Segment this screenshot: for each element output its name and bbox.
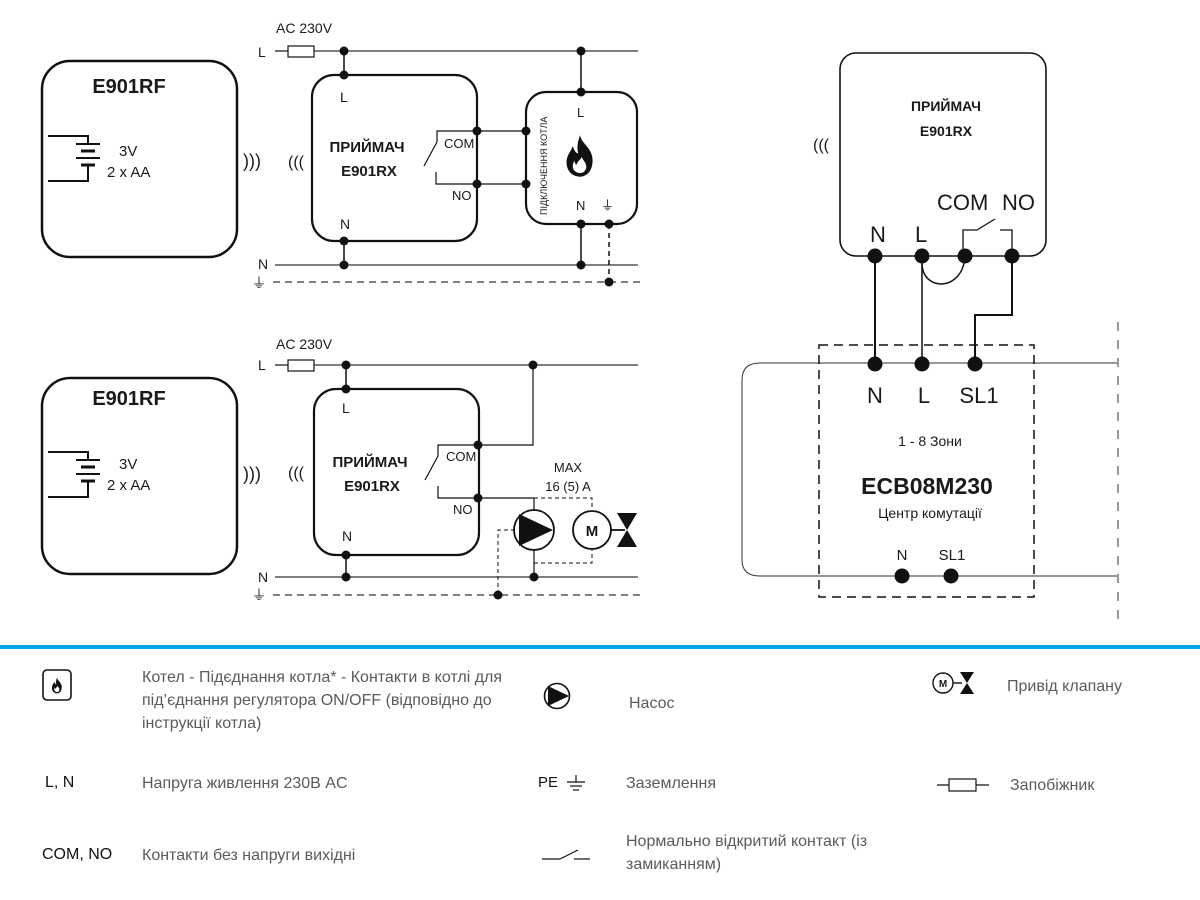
legend-pe-label: PE [538,774,559,791]
line-N-label: N [258,256,268,272]
thermostat-title-2: E901RF [92,388,165,410]
hub-model: ECB08M230 [861,473,993,499]
supply-label: AC 230V [276,20,333,36]
rf-receive-icon-3: ((( [813,137,830,154]
receiver-title: ПРИЙМАЧ [329,138,404,156]
boiler-term-L: L [577,105,584,120]
receiver-2-term-N: N [342,528,352,544]
ground-icon-2: ⏚ [252,587,266,603]
diagram-2: E901RF 3V 2 x AA ))) ((( AC 230V L N ⏚ L… [40,336,640,603]
receiver-3-term-N: N [870,222,886,247]
boiler-connection-label: ПІДКЛЮЧЕННЯ КОТЛА [539,117,549,215]
battery-type-2: 2 x AA [107,477,150,494]
receiver-2-term-NO: NO [453,502,473,517]
rf-transmit-icon: ))) [243,151,261,171]
legend-com-no-label: COM, NO [42,846,113,863]
hub-bottom-term-N: N [897,547,908,564]
legend-ln-label: L, N [45,774,75,791]
hub-subtitle: Центр комутації [878,505,982,521]
receiver-box-2 [312,387,481,557]
hub-term-L: L [918,383,930,408]
rf-receive-icon-2: ((( [288,465,305,482]
hub-zones: 1 - 8 Зони [898,433,962,449]
battery-voltage: 3V [119,143,137,160]
battery-type: 2 x AA [107,164,150,181]
diagram-1: E901RF 3V 2 x AA ))) ((( AC 230V L N ⏚ L… [40,20,640,291]
receiver-2-title: ПРИЙМАЧ [332,453,407,471]
legend-boiler-text: Котел - Підєднання котла* - Контакти в к… [142,669,503,732]
motor-label: M [586,523,599,540]
hub-dashed-box [818,344,1035,598]
legend-no-contact-text: Нормально відкритий контакт (із замиканн… [626,833,868,873]
receiver-box [310,73,479,243]
legend-fuse-text: Запобіжник [1010,777,1095,794]
rf-transmit-icon-2: ))) [243,464,261,484]
receiver-term-COM: COM [444,136,474,151]
ground-icon: ⏚ [252,275,266,291]
receiver-3-term-NO: NO [1002,190,1035,215]
hub-term-SL1: SL1 [959,383,998,408]
fuse-symbol-2 [287,359,315,372]
receiver-2-model: E901RX [344,478,400,495]
wiring-diagram: E901RF 3V 2 x AA ))) ((( AC 230V L N ⏚ L… [40,20,1119,620]
max-value: 16 (5) A [545,479,591,494]
receiver-2-term-COM: COM [446,449,476,464]
receiver-3-term-COM: COM [937,190,988,215]
hub-bottom-term-SL1: SL1 [939,547,966,564]
legend-valve-actuator-icon: M [930,671,982,700]
receiver-box-3 [839,52,1047,257]
line-N-label-2: N [258,569,268,585]
receiver-3-model: E901RX [920,123,973,139]
rf-receive-icon: ((( [288,154,305,171]
receiver-model: E901RX [341,163,397,180]
receiver-term-NO: NO [452,188,472,203]
supply-label-2: AC 230V [276,336,333,352]
receiver-term-L: L [340,89,348,105]
hub-term-N: N [867,383,883,408]
boiler-term-N: N [576,198,585,213]
svg-text:M: M [939,679,947,690]
legend-pe-text: Заземлення [626,775,717,792]
legend-fuse-icon [937,778,989,797]
valve-symbol [617,513,637,547]
relay-contact-2 [424,365,534,499]
legend-ln-text: Напруга живлення 230В AC [142,775,348,792]
receiver-3-title: ПРИЙМАЧ [911,97,981,114]
thermostat-box [40,59,239,259]
legend-pump-icon [543,682,571,715]
legend-com-no-text: Контакти без напруги вихідні [142,847,356,864]
thermostat-title: E901RF [92,76,165,98]
boiler-ground-icon: ⏚ [601,198,614,213]
legend: Котел - Підєднання котла* - Контакти в к… [0,650,1200,900]
legend-no-contact-icon [542,846,592,867]
diagram-3: ((( ПРИЙМАЧ E901RX COM NO N L N L SL1 1 … [741,52,1119,620]
legend-boiler-flame-icon [42,669,72,706]
flame-icon [566,135,593,177]
receiver-3-term-L: L [915,222,927,247]
legend-pump-text: Насос [629,695,675,712]
fuse-symbol [287,45,315,58]
line-L-label: L [258,44,266,60]
receiver-2-term-L: L [342,400,350,416]
thermostat-box-2 [40,376,239,576]
line-L-label-2: L [258,357,266,373]
relay-contact [423,130,477,185]
max-label: MAX [554,460,583,475]
battery-icon [48,135,100,182]
battery-voltage-2: 3V [119,456,137,473]
battery-icon-2 [48,451,100,498]
hub-bus-outline [741,362,1117,577]
receiver-term-N: N [340,216,350,232]
legend-ground-icon [566,775,586,798]
section-divider [0,645,1200,649]
legend-valve-text: Привід клапану [1007,678,1122,695]
